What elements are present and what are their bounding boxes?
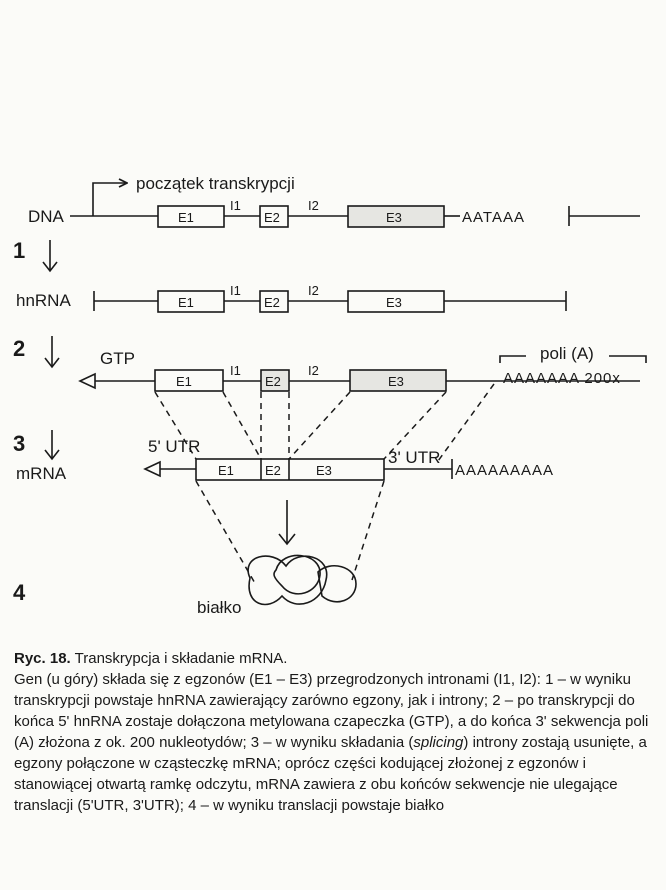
step-2-number: 2 [13,336,25,361]
translation-guides [195,480,385,586]
polia-bracket-left [499,355,526,363]
processed-hnrna-row: GTP E1 I1 E2 I2 E3 poli (A) AAAAAAA 200x [78,344,647,392]
dna-row: DNA początek transkrypcji E1 I1 E2 I2 E3… [28,174,640,228]
mrna-exon-e3-label: E3 [316,463,332,478]
translation-arrow [278,500,296,546]
hnrna-exon-e1-label: E1 [178,295,194,310]
mrna-row: mRNA 5' UTR E1 E2 E3 3' UTR AAAAAAAAA [16,437,554,483]
hnrna-intron-i2-label: I2 [308,283,319,298]
step-4-number: 4 [13,580,26,605]
mrna-polya-tail: AAAAAAAAA [455,462,554,479]
caption-title: Transkrypcja i składanie mRNA. [74,650,288,667]
processed-exon-e1-label: E1 [176,374,192,389]
polia-sequence: AAAAAAA 200x [503,370,621,387]
transcription-start-label: początek transkrypcji [136,174,295,193]
dna-exon-e2-label: E2 [264,210,280,225]
protein-label: białko [197,598,241,617]
hnrna-intron-i1-label: I1 [230,283,241,298]
step-1-arrow [42,240,58,273]
hnrna-label: hnRNA [16,291,71,310]
caption-figure-number: Ryc. 18. [14,650,71,667]
dna-exon-e1-label: E1 [178,210,194,225]
transcription-start-arrow [92,183,126,216]
processed-exon-e3-label: E3 [388,374,404,389]
processed-intron-i2-label: I2 [308,363,319,378]
processed-exon-e2-label: E2 [265,374,281,389]
dna-intron-i1-label: I1 [230,198,241,213]
caption-body-part-2: ) introny zostają usunięte, a egzony poł… [14,734,647,814]
gtp-cap-triangle [78,372,96,390]
polia-bracket-right [609,355,647,363]
utr3-label: 3' UTR [388,448,440,467]
transcription-diagram: DNA początek transkrypcji E1 I1 E2 I2 E3… [13,174,647,617]
dna-aataaa-sequence: AATAAA [462,209,525,226]
dna-exon-e3-label: E3 [386,210,402,225]
hnrna-exon-e3-label: E3 [386,295,402,310]
polia-label: poli (A) [540,344,594,363]
step-2-arrow [44,336,60,369]
dna-label: DNA [28,207,65,226]
gtp-cap-label: GTP [100,349,135,368]
processed-intron-i1-label: I1 [230,363,241,378]
step-3-number: 3 [13,431,25,456]
mrna-label: mRNA [16,464,67,483]
hnrna-row: hnRNA E1 I1 E2 I2 E3 [16,283,567,313]
caption-splicing-term: splicing [413,734,464,751]
hnrna-exon-e2-label: E2 [264,295,280,310]
utr5-label: 5' UTR [148,437,200,456]
step-1-number: 1 [13,238,25,263]
dna-intron-i2-label: I2 [308,198,319,213]
protein-shape [247,554,357,606]
step-3-arrow [44,430,60,461]
figure-caption: Ryc. 18. Transkrypcja i składanie mRNA. … [14,648,654,816]
mrna-cap-triangle [143,460,161,478]
splicing-guides [154,383,495,462]
mrna-exon-e2-label: E2 [265,463,281,478]
mrna-exon-e1-label: E1 [218,463,234,478]
caption-body-part-1: Gen (u góry) składa się z egzonów (E1 – … [14,671,649,751]
